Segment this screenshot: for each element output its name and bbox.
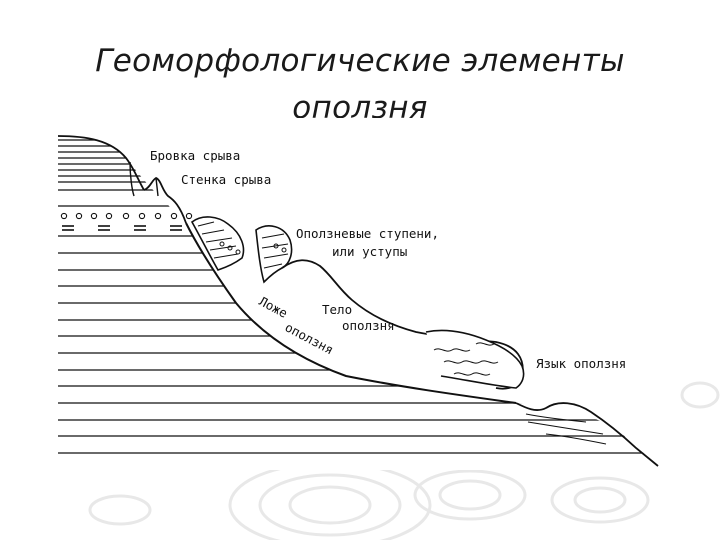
- lower-slope-line: [515, 402, 659, 467]
- landslide-step-blocks: [190, 216, 293, 284]
- slide-title-line-1: Геоморфологические элементы: [95, 43, 625, 79]
- pebble-layer: [60, 212, 193, 220]
- step-block-pebbles: [219, 241, 287, 255]
- dash-layer: [62, 225, 182, 231]
- step-block-hatching: [197, 221, 289, 269]
- label-opolznya-lozhe: оползня: [283, 319, 337, 357]
- label-lozhe: Ложе: [257, 293, 291, 320]
- label-telo: Тело: [322, 302, 352, 317]
- landslide-tongue: [425, 329, 525, 389]
- label-stenka-sryva: Стенка срыва: [181, 172, 271, 187]
- label-opolznya-telo: оползня: [342, 318, 395, 333]
- label-opolznevye-stupeni: Оползневые ступени,: [296, 226, 439, 241]
- label-brovka-sryva: Бровка срыва: [150, 148, 240, 163]
- scarp-crest-line: [57, 135, 187, 224]
- tongue-wave-marks: [433, 342, 499, 376]
- landslide-cross-section: Бровка срыва Стенка срыва Оползневые сту…: [57, 135, 659, 467]
- scarp-wall: [129, 161, 159, 197]
- landslide-diagram: Бровка срыва Стенка срыва Оползневые сту…: [46, 118, 674, 470]
- slide-plane-line: [185, 222, 517, 404]
- label-ili-ustupy: или уступы: [332, 244, 407, 259]
- label-yazyk-opolznya: Язык оползня: [536, 356, 626, 371]
- foot-deposit-lines: [525, 413, 607, 445]
